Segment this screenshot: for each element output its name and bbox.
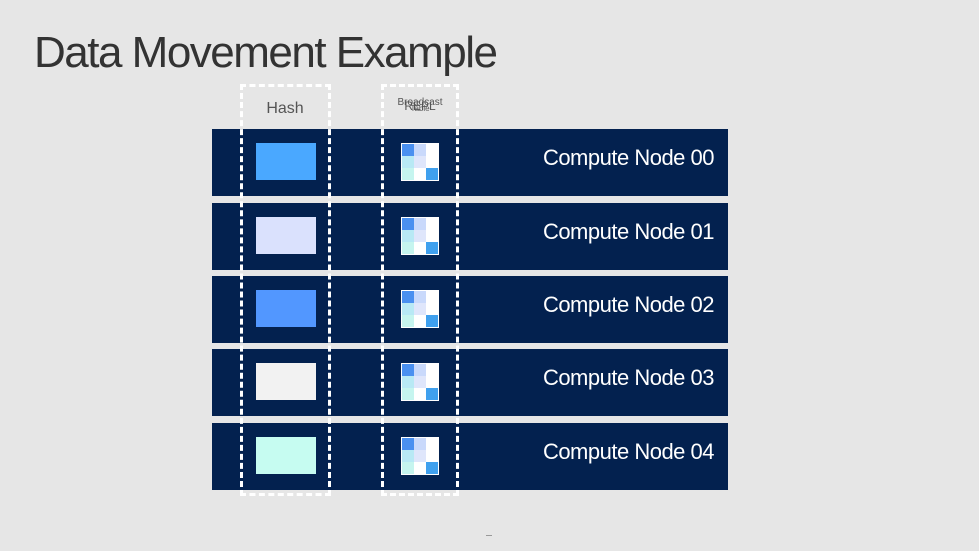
hash-distribution-block	[256, 290, 316, 327]
compute-node-row-03: Compute Node 03	[212, 349, 728, 416]
compute-node-row-00: Compute Node 00	[212, 129, 728, 196]
table-tile-icon	[401, 437, 439, 475]
hash-distribution-block	[256, 437, 316, 474]
broadcast-label-line-3: Table	[410, 104, 430, 114]
compute-node-label: Compute Node 02	[542, 292, 715, 317]
compute-node-label: Compute Node 01	[542, 219, 715, 244]
compute-node-row-04: Compute Node 04	[212, 423, 728, 490]
compute-node-row-02: Compute Node 02	[212, 276, 728, 343]
table-tile-icon	[401, 290, 439, 328]
slide-footer-dash	[486, 535, 492, 536]
compute-node-label: Compute Node 03	[542, 365, 715, 390]
compute-node-label: Compute Node 00	[542, 145, 715, 170]
broadcast-label-line-2: REPL	[404, 98, 436, 113]
slide-title: Data Movement Example	[34, 28, 498, 77]
compute-node-label: Compute Node 04	[542, 439, 715, 464]
hash-column-label: Hash	[266, 100, 304, 117]
hash-distribution-block	[256, 217, 316, 254]
hash-distribution-block	[256, 143, 316, 180]
table-tile-icon	[401, 363, 439, 401]
compute-node-row-01: Compute Node 01	[212, 203, 728, 270]
broadcast-column-label: Broadcast REPL Table	[382, 97, 458, 114]
table-tile-icon	[401, 217, 439, 255]
table-tile-icon	[401, 143, 439, 181]
broadcast-label-line-1: Broadcast	[397, 97, 443, 108]
hash-distribution-block	[256, 363, 316, 400]
